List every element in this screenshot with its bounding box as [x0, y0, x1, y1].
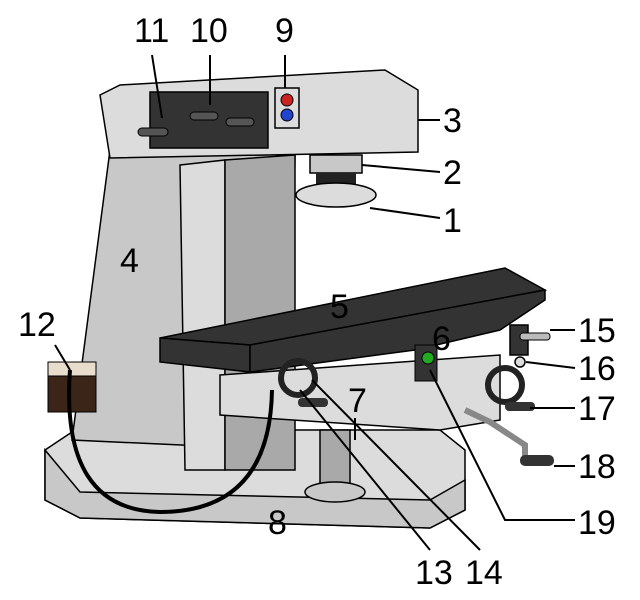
spindle: [309, 154, 363, 174]
handle-13: [298, 398, 328, 407]
lever-15: [519, 332, 551, 341]
label-2: 2: [443, 154, 462, 192]
lever-11: [137, 127, 169, 137]
coolant-hose: [67, 369, 274, 515]
label-15: 15: [578, 312, 616, 350]
label-11: 11: [134, 12, 169, 50]
screw-base: [304, 481, 366, 503]
blue-button: [280, 108, 294, 122]
green-indicator: [421, 351, 435, 365]
base-front: [44, 447, 466, 529]
label-6: 6: [432, 320, 451, 358]
label-18: 18: [578, 448, 616, 486]
label-16: 16: [578, 350, 616, 388]
red-button: [280, 93, 294, 107]
column-face: [179, 159, 226, 471]
stop-16: [514, 356, 526, 368]
lever-10b: [225, 117, 255, 127]
label-19: 19: [578, 504, 616, 542]
crank-handle-18: [520, 455, 554, 466]
label-13: 13: [415, 554, 453, 592]
label-8: 8: [268, 504, 287, 542]
label-1: 1: [443, 202, 462, 240]
label-17: 17: [578, 390, 616, 428]
table-side: [249, 289, 546, 373]
handwheel-13: [278, 358, 318, 398]
label-9: 9: [275, 12, 294, 50]
cutter: [295, 182, 377, 208]
label-7: 7: [348, 382, 367, 420]
tank-top: [47, 361, 97, 377]
label-12: 12: [18, 306, 56, 344]
handwheel-17: [485, 365, 525, 405]
label-14: 14: [465, 554, 503, 592]
label-3: 3: [443, 102, 462, 140]
label-5: 5: [330, 288, 349, 326]
handle-17: [505, 402, 535, 411]
spindle-collar: [316, 173, 356, 185]
lever-10: [189, 111, 219, 121]
crank-arm: [463, 407, 528, 460]
label-4: 4: [120, 242, 139, 280]
label-10: 10: [190, 12, 228, 50]
